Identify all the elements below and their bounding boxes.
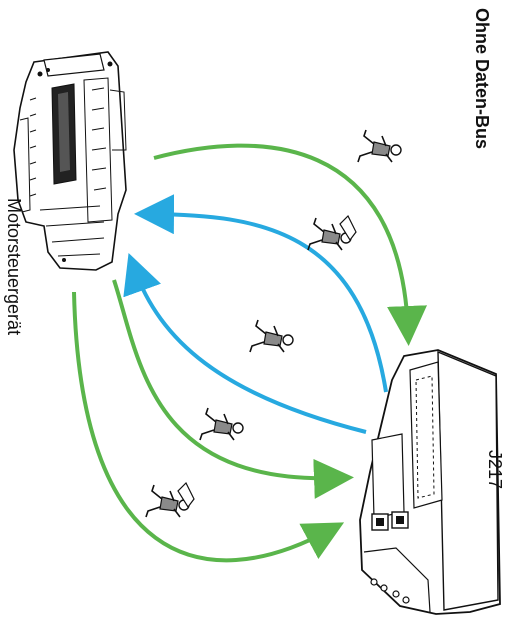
engine-ecu-label: Motorsteuergerät <box>4 198 24 336</box>
gearbox-ecu <box>359 349 501 615</box>
arrow-blue-lower <box>123 252 367 434</box>
arrow-green-middle <box>112 279 354 499</box>
messenger-figure-3 <box>249 319 294 353</box>
messenger-figure-1 <box>357 129 402 163</box>
arrow-green-top <box>153 143 427 346</box>
messenger-figure-2 <box>307 214 357 251</box>
arrow-green-bottom <box>72 291 345 563</box>
engine-ecu <box>13 51 127 271</box>
messenger-figure-4 <box>199 407 244 441</box>
diagram-title: Ohne Daten-Bus <box>472 8 492 150</box>
arrow-blue-upper <box>134 194 388 393</box>
messenger-figure-5 <box>145 481 195 518</box>
gearbox-ecu-label: J217 <box>485 450 505 490</box>
